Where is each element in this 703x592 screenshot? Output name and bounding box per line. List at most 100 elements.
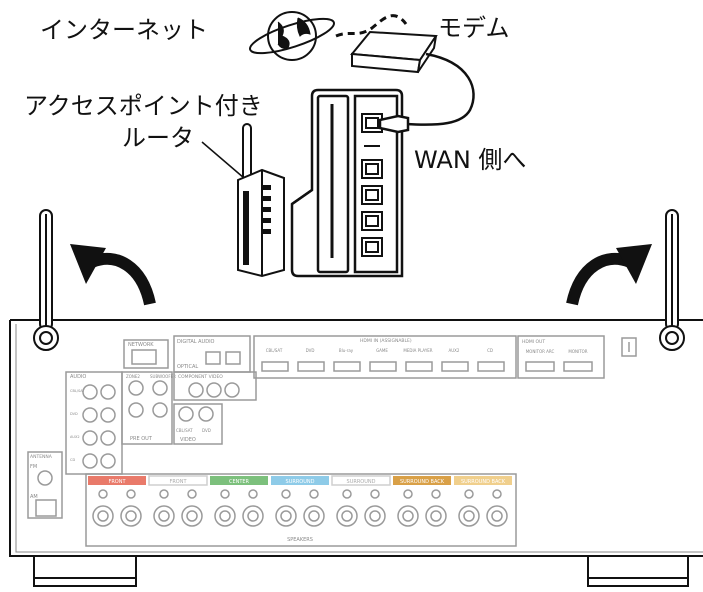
speaker-terminal-center — [430, 510, 442, 522]
speaker-group-label: FRONT — [169, 479, 187, 485]
optical-port-2 — [225, 351, 241, 365]
speaker-group-label: SURROUND — [286, 479, 315, 485]
pre-out-jack — [128, 380, 144, 396]
hdmi-input-label: Blu-ray — [339, 348, 354, 353]
speaker-post-marker — [492, 489, 502, 499]
audio-input-label: DVD — [70, 412, 78, 416]
digital-audio-label: DIGITAL AUDIO — [177, 339, 215, 345]
speaker-group-bar — [331, 475, 391, 486]
audio-input-label: CBL/SAT — [70, 389, 85, 393]
hdmi-input-port — [333, 361, 361, 372]
hdmi-input-label: CD — [487, 348, 493, 353]
speaker-post-marker — [342, 489, 352, 499]
globe-icon — [249, 11, 335, 61]
antenna-panel — [27, 451, 63, 519]
speaker-terminal — [458, 505, 480, 527]
audio-input-label: AUX2 — [70, 435, 80, 439]
video-label: VIDEO — [180, 437, 196, 443]
pre-out-jack — [152, 380, 168, 396]
speaker-group-bar — [210, 476, 268, 485]
pre-out-jack — [128, 402, 144, 418]
hdmi-input-port — [297, 361, 325, 372]
antenna-raise-arrow-right — [566, 244, 652, 306]
speaker-terminal-center — [280, 510, 292, 522]
fm-label: FM — [30, 464, 37, 470]
speaker-post-marker — [126, 489, 136, 499]
hdmi-input-port — [405, 361, 433, 372]
video-jack — [178, 406, 194, 422]
speaker-terminal-center — [186, 510, 198, 522]
speaker-terminal — [425, 505, 447, 527]
antenna-raise-arrow-left — [70, 244, 156, 306]
speaker-post-marker — [98, 489, 108, 499]
speaker-group-bar — [393, 476, 451, 485]
speaker-group-label: SURROUND BACK — [461, 479, 506, 485]
speaker-terminal — [120, 505, 142, 527]
receiver-foot-left — [33, 555, 137, 587]
speaker-post-marker — [187, 489, 197, 499]
am-terminal — [35, 499, 57, 517]
router-label-line2: ルータ — [122, 124, 194, 152]
wan-label: WAN 側へ — [414, 146, 527, 174]
internet-label: インターネット — [40, 16, 208, 44]
pre-out-jack — [152, 402, 168, 418]
component-jack — [224, 382, 240, 398]
component-video-label: COMPONENT VIDEO — [178, 374, 223, 380]
speaker-terminal-center — [341, 510, 353, 522]
speakers-label: SPEAKERS — [287, 537, 313, 543]
hdmi-input-label: DVD — [306, 348, 315, 353]
speaker-terminal — [486, 505, 508, 527]
hdmi-out-panel — [517, 335, 605, 379]
video-panel — [173, 403, 223, 445]
speaker-post-marker — [464, 489, 474, 499]
audio-jack-r — [100, 407, 116, 423]
speaker-post-marker — [431, 489, 441, 499]
audio-jack-l — [82, 407, 98, 423]
fm-jack — [37, 470, 53, 486]
speaker-terminal-center — [463, 510, 475, 522]
speakers-panel — [85, 473, 517, 547]
hdmi-output-label: MONITOR ARC — [526, 349, 555, 354]
hdmi-input-port — [441, 361, 469, 372]
internet-link-dashed — [335, 14, 408, 38]
speaker-terminal-center — [158, 510, 170, 522]
speaker-group-bar — [148, 475, 208, 486]
speaker-post-marker — [370, 489, 380, 499]
audio-label: AUDIO — [70, 374, 86, 380]
speaker-terminal-center — [491, 510, 503, 522]
hdmi-input-label: CBL/SAT — [266, 348, 283, 353]
hdmi-input-port — [261, 361, 289, 372]
speaker-terminal-center — [247, 510, 259, 522]
antenna-label: ANTENNA — [30, 454, 53, 460]
modem-device — [350, 30, 438, 74]
component-jack — [188, 382, 204, 398]
video-input-label: DVD — [202, 428, 211, 433]
speaker-group-label: FRONT — [108, 479, 126, 485]
pre-out-panel — [121, 371, 173, 445]
subwoofer-label: SUBWOOFER — [150, 374, 176, 379]
hdmi-input-port — [369, 361, 397, 372]
speaker-terminal — [153, 505, 175, 527]
antenna-left — [33, 209, 59, 351]
hdmi-input-label: MEDIA PLAYER — [403, 348, 432, 353]
receiver-chassis — [9, 319, 703, 557]
optical-label: OPTICAL — [177, 364, 198, 370]
speaker-group-label: CENTER — [229, 479, 250, 485]
speaker-terminal-center — [402, 510, 414, 522]
speaker-post-marker — [309, 489, 319, 499]
zone2-label: ZONE2 — [126, 374, 140, 379]
speaker-terminal — [397, 505, 419, 527]
network-label: NETWORK — [128, 342, 154, 348]
audio-jack-r — [100, 384, 116, 400]
audio-input-label: CD — [70, 458, 75, 462]
audio-jack-l — [82, 384, 98, 400]
speaker-group-bar — [271, 476, 329, 485]
speaker-post-marker — [403, 489, 413, 499]
router-zoom-view — [290, 88, 410, 278]
speaker-group-bar — [88, 476, 146, 485]
router-device — [237, 123, 285, 278]
speaker-terminal — [336, 505, 358, 527]
component-video-panel — [173, 371, 257, 401]
audio-jack-r — [100, 430, 116, 446]
